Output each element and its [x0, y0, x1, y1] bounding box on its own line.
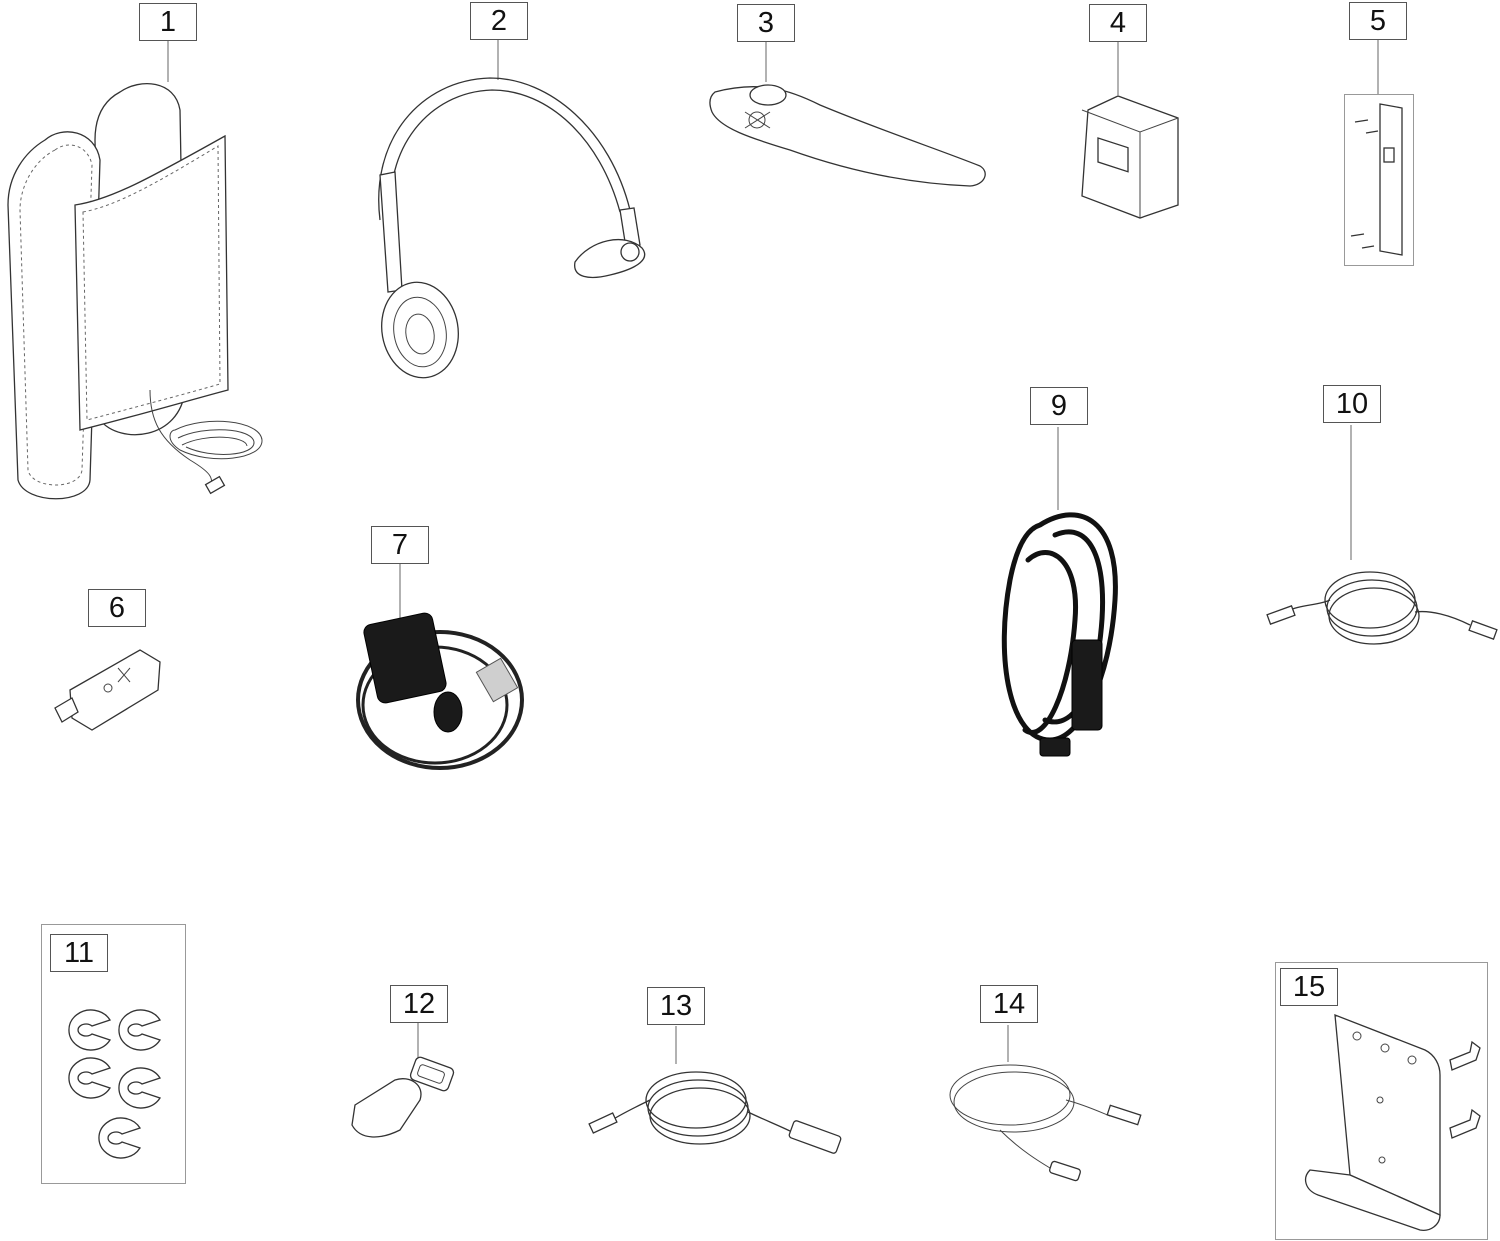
audio-cable-icon: [949, 1064, 1142, 1182]
callout-10: 10: [1323, 385, 1381, 423]
mounting-plate-icon: [1350, 103, 1403, 256]
callout-7: 7: [371, 526, 429, 564]
black-usb-c-cable-icon: [1001, 512, 1118, 757]
callout-1: 1: [139, 3, 197, 41]
earpiece-headset-icon: [709, 84, 986, 187]
callout-11: 11: [50, 934, 108, 972]
callout-9: 9: [1030, 387, 1088, 425]
callout-13: 13: [647, 987, 705, 1025]
callout-6: 6: [88, 589, 146, 627]
serial-adapter-cable-icon: [356, 612, 524, 770]
callout-12: 12: [390, 985, 448, 1023]
usb-extension-cable-icon: [588, 1071, 842, 1154]
usb-dongle-icon: [54, 649, 161, 731]
usb-adapter-icon: [351, 1056, 455, 1138]
l-bracket-icon: [1304, 1014, 1481, 1231]
callout-15: 15: [1280, 968, 1338, 1006]
base-unit-icon: [1081, 95, 1179, 219]
part-11-frame: [41, 924, 186, 1184]
ear-hooks-set-icon: [68, 1009, 161, 1159]
part-15-frame: [1275, 962, 1488, 1240]
callout-4: 4: [1089, 4, 1147, 42]
part-5-frame: [1344, 94, 1414, 266]
usb-c-cable-icon: [1266, 571, 1498, 645]
callout-14: 14: [980, 985, 1038, 1023]
headband-pad-icon: [7, 82, 263, 500]
callout-3: 3: [737, 4, 795, 42]
callout-2: 2: [470, 2, 528, 40]
callout-5: 5: [1349, 2, 1407, 40]
headset-headband-icon: [378, 77, 646, 379]
